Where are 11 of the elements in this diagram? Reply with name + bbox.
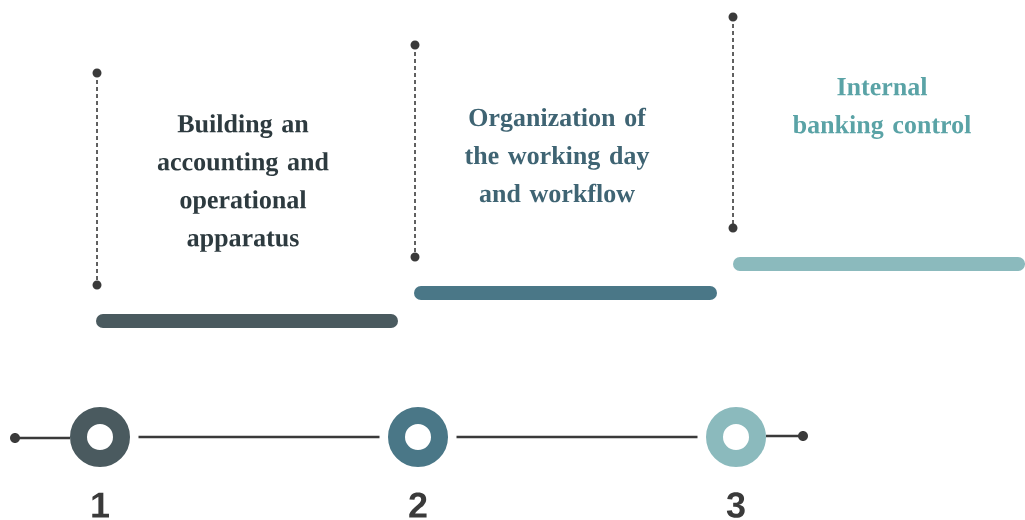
step-title: Building an accounting and operational apparatus: [157, 114, 329, 252]
step-number: 3: [726, 492, 745, 518]
timeline-ring: [388, 407, 448, 467]
step-number: 2: [409, 492, 427, 518]
step-title: Internal banking control: [793, 77, 971, 139]
timeline-ring: [706, 407, 766, 467]
step-number: 1: [92, 492, 109, 518]
timeline-ring: [70, 407, 130, 467]
timeline-line: [456, 435, 698, 439]
timeline-line: [138, 435, 380, 439]
step-title: Organization of the working day and workflow: [465, 107, 650, 203]
